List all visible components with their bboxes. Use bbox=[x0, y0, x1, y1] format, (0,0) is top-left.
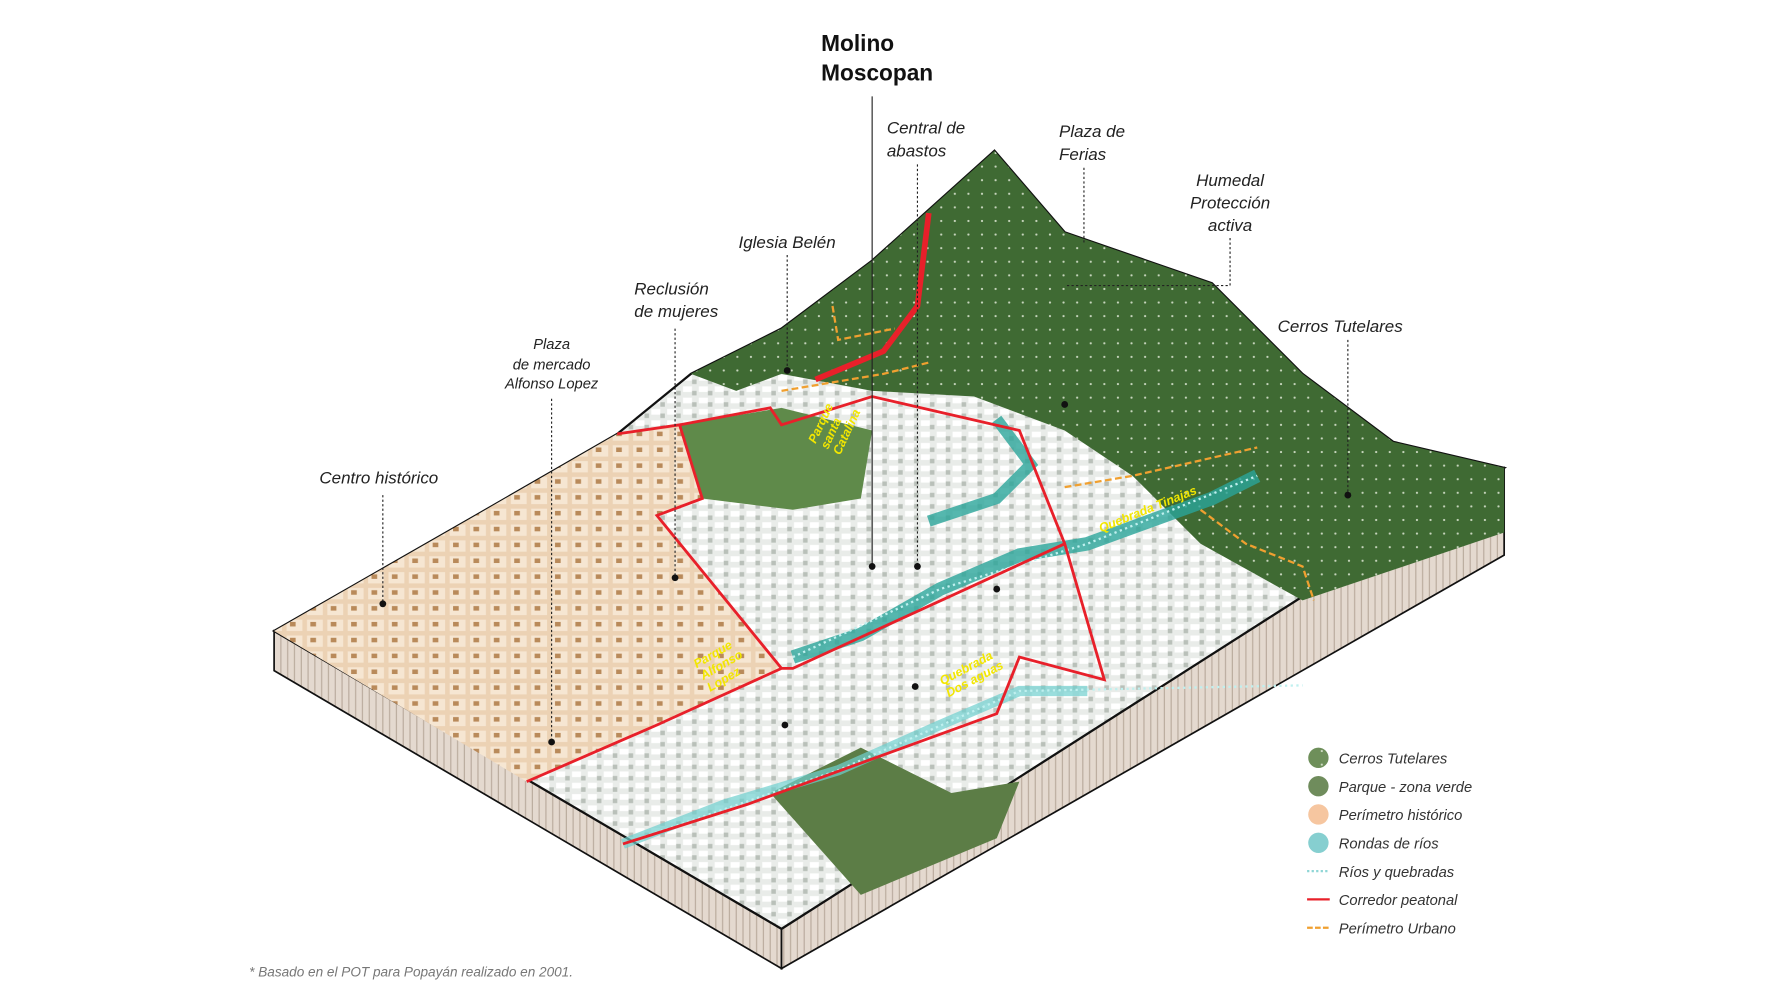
label-cerros-tutelares: Cerros Tutelares bbox=[1278, 317, 1404, 336]
corredor-peatonal bbox=[526, 395, 1107, 846]
leader-lines bbox=[379, 96, 1352, 746]
legend-item-cerros-tutelares: Cerros Tutelares bbox=[1308, 747, 1448, 769]
parque-santa-catalina-area bbox=[679, 407, 873, 510]
legend-item-perimetro-urbano: Perímetro Urbano bbox=[1307, 921, 1456, 937]
label-centro-historico: Centro histórico bbox=[319, 469, 438, 488]
svg-text:Perímetro histórico: Perímetro histórico bbox=[1339, 808, 1463, 824]
svg-text:Rondas de ríos: Rondas de ríos bbox=[1339, 836, 1439, 852]
svg-text:Parque - zona verde: Parque - zona verde bbox=[1339, 780, 1472, 796]
ronda-rio bbox=[790, 469, 1261, 664]
legend-item-rios: Ríos y quebradas bbox=[1307, 865, 1455, 881]
green-zone-south bbox=[770, 747, 1020, 895]
cerros-dots bbox=[690, 150, 1505, 601]
legend-item-perimetro-historico: Perímetro histórico bbox=[1308, 804, 1463, 825]
legend-item-parque: Parque - zona verde bbox=[1308, 775, 1472, 797]
svg-text:Ríos y quebradas: Ríos y quebradas bbox=[1339, 865, 1455, 881]
label-iglesia-belen: Iglesia Belén bbox=[738, 233, 835, 252]
ronda-rio bbox=[926, 415, 1039, 527]
legend-item-corredor: Corredor peatonal bbox=[1307, 893, 1458, 909]
corredor-peatonal bbox=[814, 212, 932, 383]
footnote: * Basado en el POT para Popayán realizad… bbox=[249, 964, 573, 979]
svg-text:Corredor peatonal: Corredor peatonal bbox=[1339, 893, 1458, 909]
legend: Cerros Tutelares Parque - zona verde Per… bbox=[1307, 747, 1472, 937]
svg-text:Perímetro Urbano: Perímetro Urbano bbox=[1339, 921, 1456, 937]
svg-text:Cerros Tutelares: Cerros Tutelares bbox=[1339, 752, 1448, 768]
legend-item-rondas: Rondas de ríos bbox=[1308, 832, 1439, 853]
perimetro-historico-area bbox=[274, 424, 782, 782]
perimetro-urbano bbox=[781, 305, 1315, 601]
